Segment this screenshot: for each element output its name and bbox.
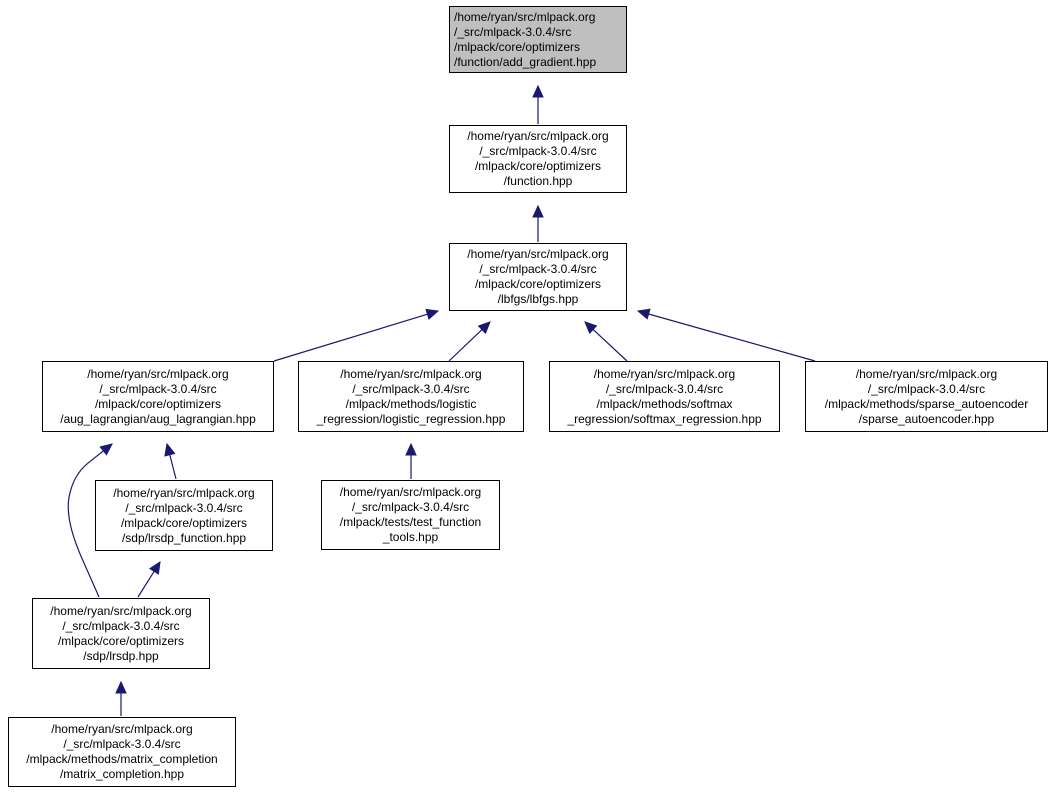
edge-arrowhead: [115, 680, 127, 694]
file-node-path-line: /mlpack/core/optimizers: [120, 515, 248, 530]
edge-softmax-regression-to-lbfgs: [584, 321, 628, 362]
file-node-path-line: /home/ryan/src/mlpack.org: [51, 722, 193, 736]
file-node-path-line: _regression/logistic_regression.hpp: [316, 411, 506, 426]
file-node-path-line: /_src/mlpack-3.0.4/src: [479, 262, 597, 276]
file-node-lrsdp[interactable]: /home/ryan/src/mlpack.org/_src/mlpack-3.…: [32, 598, 210, 669]
file-node-path-line: /sdp/lrsdp.hpp: [83, 648, 159, 663]
file-node-path-line: /home/ryan/src/mlpack.org: [467, 129, 609, 143]
file-node-path-line: /_src/mlpack-3.0.4/src: [351, 500, 470, 514]
file-node-path-line: /home/ryan/src/mlpack.org: [339, 485, 482, 499]
file-node-path-line: /mlpack/core/optimizers: [454, 39, 581, 54]
file-node-path-line: /mlpack/core/optimizers: [57, 633, 185, 648]
edge-test-function-tools-to-logistic-regression: [405, 442, 417, 479]
file-node-path-line: _tools.hpp: [382, 530, 439, 544]
file-node-lrsdp-function[interactable]: /home/ryan/src/mlpack.org/_src/mlpack-3.…: [95, 480, 273, 551]
edge-line: [648, 313, 816, 362]
file-node-path-line: /_src/mlpack-3.0.4/src: [62, 618, 180, 633]
file-node-path-line: /home/ryan/src/mlpack.org: [855, 366, 998, 381]
file-node-path-line: /home/ryan/src/mlpack.org: [467, 247, 609, 261]
edge-line: [169, 454, 177, 480]
edge-line: [448, 329, 483, 362]
edge-aug-lagrangian-to-lbfgs: [273, 308, 440, 362]
file-node-softmax-regression[interactable]: /home/ryan/src/mlpack.org/_src/mlpack-3.…: [549, 361, 780, 432]
file-node-path-line: /mlpack/core/optimizers: [474, 159, 602, 173]
file-node-path-line: /_src/mlpack-3.0.4/src: [125, 500, 243, 515]
file-node-path-line: /_src/mlpack-3.0.4/src: [867, 381, 986, 396]
file-node-path-line: /_src/mlpack-3.0.4/src: [454, 24, 572, 39]
edge-arrowhead: [164, 442, 176, 457]
edge-arrowhead: [584, 321, 598, 335]
edge-arrowhead: [425, 308, 440, 320]
edge-line: [592, 329, 628, 362]
file-node-path-line: /mlpack/tests/test_function: [339, 515, 482, 529]
file-node-path-line: /home/ryan/src/mlpack.org: [113, 485, 255, 500]
edge-arrowhead: [148, 560, 161, 575]
edge-arrowhead: [477, 321, 491, 335]
file-node-path-line: /home/ryan/src/mlpack.org: [593, 366, 736, 381]
file-node-test-function-tools[interactable]: /home/ryan/src/mlpack.org/_src/mlpack-3.…: [321, 480, 500, 550]
file-node-path-line: /home/ryan/src/mlpack.org: [87, 366, 229, 381]
edge-function-to-add-gradient: [532, 84, 544, 124]
file-node-path-line: /sparse_autoencoder.hpp: [858, 411, 995, 426]
edge-lrsdp-to-lrsdp-function: [137, 560, 161, 598]
file-node-path-line: /_src/mlpack-3.0.4/src: [605, 381, 724, 396]
file-node-path-line: /matrix_completion.hpp: [59, 767, 185, 781]
edge-line: [273, 313, 428, 362]
edge-sparse-autoencoder-to-lbfgs: [636, 308, 816, 362]
edge-lrsdp-to-aug-lagrangian: [67, 443, 113, 598]
edge-lrsdp-function-to-aug-lagrangian: [164, 442, 177, 480]
file-node-path-line: /mlpack/methods/softmax: [596, 396, 733, 411]
file-node-lbfgs[interactable]: /home/ryan/src/mlpack.org/_src/mlpack-3.…: [449, 243, 627, 311]
edge-arrowhead: [636, 308, 651, 320]
file-node-matrix-completion[interactable]: /home/ryan/src/mlpack.org/_src/mlpack-3.…: [8, 717, 236, 787]
file-node-path-line: /mlpack/core/optimizers: [94, 396, 222, 411]
file-node-path-line: /lbfgs/lbfgs.hpp: [497, 292, 579, 306]
file-node-path-line: /home/ryan/src/mlpack.org: [454, 9, 596, 24]
file-node-logistic-regression[interactable]: /home/ryan/src/mlpack.org/_src/mlpack-3.…: [298, 361, 524, 432]
file-node-path-line: /_src/mlpack-3.0.4/src: [99, 381, 217, 396]
edge-lbfgs-to-function: [532, 204, 544, 242]
edge-arrowhead: [405, 442, 417, 456]
edge-arrowhead: [99, 443, 113, 456]
edge-line: [137, 570, 155, 598]
file-node-path-line: /mlpack/methods/matrix_completion: [26, 752, 218, 766]
file-node-path-line: /_src/mlpack-3.0.4/src: [479, 144, 597, 158]
edge-arrowhead: [532, 84, 544, 98]
file-node-sparse-autoencoder[interactable]: /home/ryan/src/mlpack.org/_src/mlpack-3.…: [805, 361, 1048, 432]
file-node-function[interactable]: /home/ryan/src/mlpack.org/_src/mlpack-3.…: [449, 125, 627, 193]
edge-arrowhead: [532, 204, 544, 218]
file-node-path-line: /sdp/lrsdp_function.hpp: [121, 530, 247, 545]
file-node-path-line: /_src/mlpack-3.0.4/src: [63, 737, 181, 751]
edge-line: [67, 450, 104, 598]
edge-matrix-completion-to-lrsdp: [115, 680, 127, 716]
edge-logistic-regression-to-lbfgs: [448, 321, 491, 362]
file-node-path-line: /mlpack/core/optimizers: [474, 277, 602, 291]
file-node-path-line: /aug_lagrangian/aug_lagrangian.hpp: [60, 411, 256, 426]
file-node-add-gradient: /home/ryan/src/mlpack.org/_src/mlpack-3.…: [449, 6, 627, 73]
file-node-path-line: /home/ryan/src/mlpack.org: [50, 603, 192, 618]
file-node-path-line: /mlpack/methods/sparse_autoencoder: [824, 396, 1029, 411]
file-node-path-line: _regression/softmax_regression.hpp: [567, 411, 762, 426]
file-node-aug-lagrangian[interactable]: /home/ryan/src/mlpack.org/_src/mlpack-3.…: [42, 361, 274, 432]
file-node-path-line: /_src/mlpack-3.0.4/src: [352, 381, 470, 396]
file-node-path-line: /function.hpp: [503, 174, 573, 188]
file-node-path-line: /home/ryan/src/mlpack.org: [340, 366, 482, 381]
file-node-path-line: /mlpack/methods/logistic: [345, 396, 477, 411]
file-node-path-line: /function/add_gradient.hpp: [454, 54, 597, 69]
